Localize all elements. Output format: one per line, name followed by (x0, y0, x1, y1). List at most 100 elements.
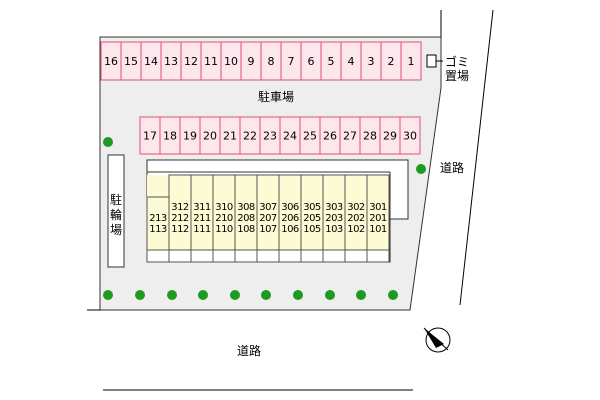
unit-number-floor1: 113 (149, 224, 167, 235)
unit-number-floor2: 212 (171, 213, 189, 224)
unit-number-floor3: 302 (347, 202, 365, 213)
parking-top-slot-number: 13 (164, 55, 178, 68)
unit-number-floor2: 205 (303, 213, 321, 224)
parking-middle-slot-number: 20 (203, 130, 217, 143)
bicycle-parking-label: 駐輪場 (110, 192, 122, 237)
unit-number-floor2: 203 (325, 213, 343, 224)
tree (103, 290, 113, 300)
unit-balcony (322, 249, 346, 263)
parking-middle-slot-number: 22 (243, 130, 257, 143)
unit-number-floor2: 213 (149, 213, 167, 224)
parking-middle-slot-number: 27 (343, 130, 357, 143)
tree (198, 290, 208, 300)
parking-top-slot (400, 41, 422, 81)
parking-middle-slot-number: 17 (143, 130, 157, 143)
parking-middle-slot (399, 116, 421, 155)
unit-number-floor3: 312 (171, 202, 189, 213)
parking-top-slot-number: 5 (328, 55, 335, 68)
unit-number-floor1: 105 (303, 224, 321, 235)
road-edge-right (459, 9, 494, 306)
parking-middle-slot-number: 30 (403, 130, 417, 143)
building-units: 2131133122121123112111113102101103082081… (146, 174, 390, 263)
parking-label: 駐車場 (258, 89, 294, 104)
unit-balcony (300, 249, 324, 263)
north-arrow-icon (423, 327, 451, 353)
unit-number-floor1: 111 (193, 224, 211, 235)
garbage-area-box (426, 54, 437, 68)
parking-top-slot-number: 2 (388, 55, 395, 68)
parking-top-slot-number: 16 (104, 55, 118, 68)
unit-balcony (344, 249, 368, 263)
parking-top-slot-number: 4 (348, 55, 355, 68)
tree (388, 290, 398, 300)
unit-number-floor1: 112 (171, 224, 189, 235)
tree (167, 290, 177, 300)
parking-top-slot-number: 8 (268, 55, 275, 68)
parking-middle-slot-number: 23 (263, 130, 277, 143)
parking-middle-slot-number: 29 (383, 130, 397, 143)
parking-middle-slot-number: 19 (183, 130, 197, 143)
unit-number-floor1: 103 (325, 224, 343, 235)
tree (230, 290, 240, 300)
unit-balcony (190, 249, 214, 263)
parking-middle-slot-number: 18 (163, 130, 177, 143)
parking-middle-slot-number: 21 (223, 130, 237, 143)
unit-number-floor2: 201 (369, 213, 387, 224)
unit-number-floor2: 210 (215, 213, 233, 224)
unit-balcony (366, 249, 390, 263)
unit-number-floor3: 311 (193, 202, 211, 213)
unit-number-floor3: 301 (369, 202, 387, 213)
parking-top-slot-number: 12 (184, 55, 198, 68)
bicycle-parking-area (107, 154, 125, 268)
parking-top-slot-number: 14 (144, 55, 158, 68)
tree (325, 290, 335, 300)
unit-number-floor3: 310 (215, 202, 233, 213)
unit-number-floor2: 207 (259, 213, 277, 224)
parking-row-middle: 17 18 19 20 21 22 23 24 25 26 27 28 29 30 (139, 116, 421, 155)
tree (293, 290, 303, 300)
unit-number-floor1: 108 (237, 224, 255, 235)
parking-top-slot-number: 10 (224, 55, 238, 68)
tree (135, 290, 145, 300)
unit-number-floor1: 110 (215, 224, 233, 235)
unit-balcony (278, 249, 302, 263)
parking-top-slot-number: 6 (308, 55, 315, 68)
road-bottom-label: 道路 (237, 343, 261, 358)
parking-middle-slot-number: 25 (303, 130, 317, 143)
unit-number-floor1: 102 (347, 224, 365, 235)
unit-number-floor2: 202 (347, 213, 365, 224)
tree (356, 290, 366, 300)
parking-top-slot-number: 1 (408, 55, 415, 68)
unit-balcony (146, 249, 170, 263)
tree (261, 290, 271, 300)
garbage-area-label: ゴミ置場 (445, 54, 469, 83)
unit-balcony (168, 249, 192, 263)
parking-top-slot-number: 7 (288, 55, 295, 68)
unit-number-floor3: 307 (259, 202, 277, 213)
parking-top-slot-number: 9 (248, 55, 255, 68)
unit-number-floor1: 101 (369, 224, 387, 235)
parking-top-slot-number: 15 (124, 55, 138, 68)
parking-top-slot-number: 3 (368, 55, 375, 68)
unit-number-floor3: 308 (237, 202, 255, 213)
unit-number-floor2: 211 (193, 213, 211, 224)
unit-balcony (212, 249, 236, 263)
parking-top-slot-number: 11 (204, 55, 218, 68)
parking-middle-slot-number: 28 (363, 130, 377, 143)
tree (103, 137, 113, 147)
unit-balcony (234, 249, 258, 263)
unit-number-floor3: 305 (303, 202, 321, 213)
unit-balcony (256, 249, 280, 263)
tree (416, 164, 426, 174)
unit-number-floor3: 306 (281, 202, 299, 213)
parking-middle-slot-number: 26 (323, 130, 337, 143)
parking-middle-slot-number: 24 (283, 130, 297, 143)
unit-number-floor1: 107 (259, 224, 277, 235)
unit-number-floor1: 106 (281, 224, 299, 235)
building-unit-area (147, 175, 389, 250)
unit-number-floor2: 206 (281, 213, 299, 224)
road-right-label: 道路 (440, 160, 464, 175)
trees (103, 137, 426, 300)
